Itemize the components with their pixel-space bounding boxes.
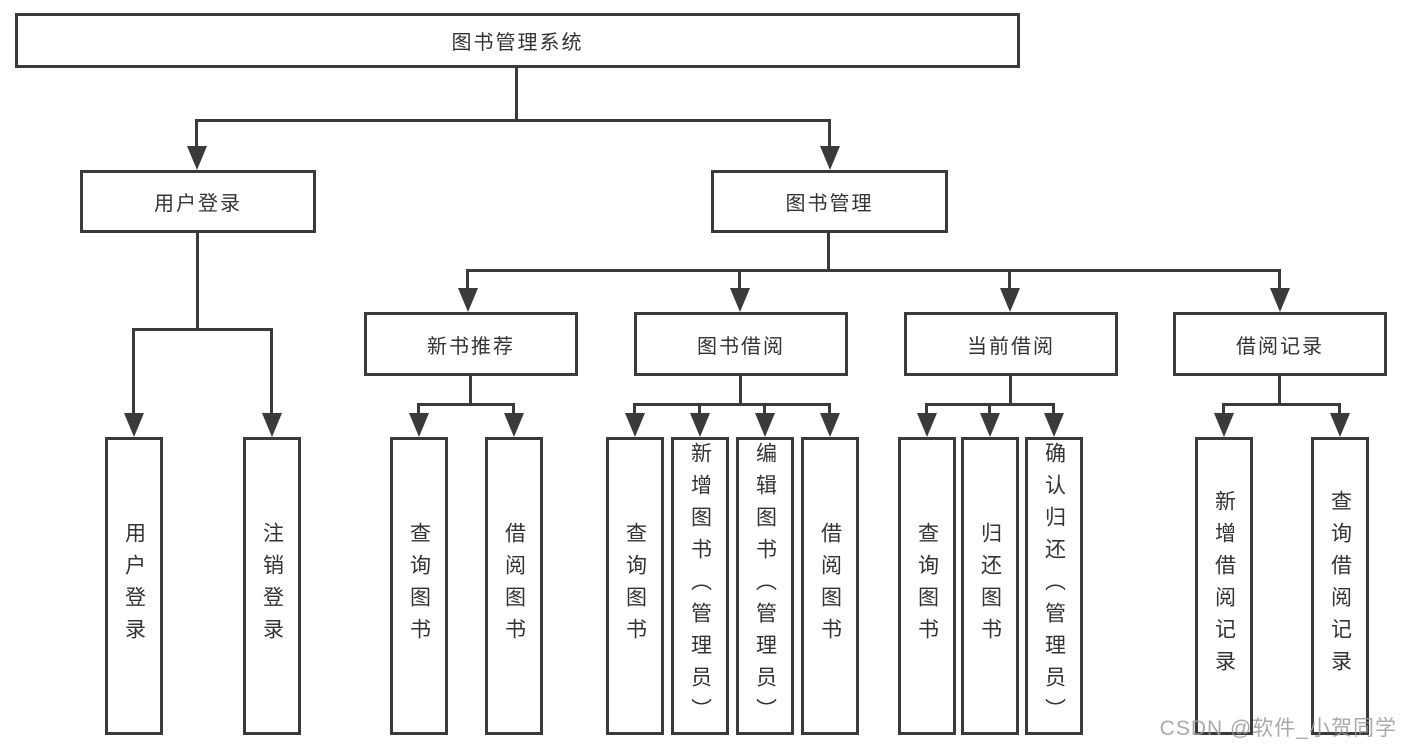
node-leaf-borrow-books-1-label: 借阅图书 <box>502 522 526 650</box>
connector-user-login-vline <box>196 231 199 331</box>
node-leaf-logout-label: 注销登录 <box>260 522 284 650</box>
node-leaf-user-login: 用户登录 <box>105 437 163 735</box>
arrow-down-icon <box>1044 413 1064 437</box>
arrow-down-icon <box>458 288 478 312</box>
arrow-down-icon <box>1270 288 1290 312</box>
connector-new-book-recommend-hline <box>417 403 515 406</box>
connector-stem <box>417 403 420 415</box>
arrow-down-icon <box>690 413 710 437</box>
node-user-login-label: 用户登录 <box>154 193 242 215</box>
arrow-down-icon <box>504 413 524 437</box>
node-leaf-query-books-2: 查询图书 <box>606 437 664 735</box>
node-leaf-query-books-2-label: 查询图书 <box>623 522 647 650</box>
node-book-management: 图书管理 <box>711 170 948 233</box>
node-leaf-query-books-1-label: 查询图书 <box>407 522 431 650</box>
connector-stem-borrowing-records <box>1278 269 1281 290</box>
connector-stem <box>1338 403 1341 415</box>
connector-stem-leaf-logout <box>270 328 273 415</box>
arrow-down-icon <box>1330 413 1350 437</box>
arrow-down-icon <box>1214 413 1234 437</box>
connector-stem-current-borrowing <box>1008 269 1011 290</box>
node-borrowing-records-label: 借阅记录 <box>1236 335 1324 358</box>
connector-stem <box>925 403 928 415</box>
connector-borrowing-records-hline <box>1222 403 1341 406</box>
connector-book-management-hline <box>466 269 1280 272</box>
arrow-down-icon <box>262 413 282 437</box>
csdn-watermark: CSDN @软件_小贺同学 <box>1159 717 1397 740</box>
connector-stem <box>698 403 701 415</box>
node-book-borrowing: 图书借阅 <box>634 312 848 376</box>
arrow-down-icon <box>917 413 937 437</box>
node-current-borrowing: 当前借阅 <box>904 312 1118 376</box>
connector-user-login-hline <box>132 328 273 331</box>
node-leaf-query-books-3-label: 查询图书 <box>915 522 939 650</box>
node-user-login: 用户登录 <box>80 170 316 233</box>
node-root: 图书管理系统 <box>15 13 1020 68</box>
node-root-label: 图书管理系统 <box>451 32 584 54</box>
node-leaf-add-books-admin: 新增图书（管理员） <box>671 437 729 735</box>
connector-book-borrowing-hline <box>633 403 831 406</box>
connector-stem-leaf-user-login <box>132 328 135 415</box>
node-leaf-edit-books-admin-label: 编辑图书（管理员） <box>753 442 777 730</box>
node-leaf-confirm-return-admin: 确认归还（管理员） <box>1025 437 1083 735</box>
arrow-down-icon <box>730 288 750 312</box>
connector-current-borrowing-vline <box>1009 374 1012 406</box>
node-leaf-confirm-return-admin-label: 确认归还（管理员） <box>1042 442 1066 730</box>
node-leaf-user-login-label: 用户登录 <box>122 522 146 650</box>
connector-stem <box>763 403 766 415</box>
node-new-book-recommend: 新书推荐 <box>364 312 578 376</box>
arrow-down-icon <box>755 413 775 437</box>
connector-stem-new-book-recommend <box>466 269 469 290</box>
arrow-down-icon <box>187 146 207 170</box>
node-new-book-recommend-label: 新书推荐 <box>427 335 515 358</box>
node-leaf-borrow-books-2-label: 借阅图书 <box>818 522 842 650</box>
connector-stem <box>828 403 831 415</box>
node-leaf-add-borrow-record: 新增借阅记录 <box>1195 437 1253 735</box>
node-leaf-query-books-3: 查询图书 <box>898 437 956 735</box>
node-book-management-label: 图书管理 <box>785 193 874 215</box>
connector-borrowing-records-vline <box>1278 374 1281 406</box>
node-leaf-return-books-label: 归还图书 <box>978 522 1002 650</box>
connector-book-borrowing-vline <box>739 374 742 406</box>
arrow-down-icon <box>1000 288 1020 312</box>
arrow-down-icon <box>820 146 840 170</box>
node-borrowing-records: 借阅记录 <box>1173 312 1387 376</box>
connector-stem-book-borrowing <box>738 269 741 290</box>
connector-root-vline <box>515 66 518 121</box>
connector-stem <box>512 403 515 415</box>
arrow-down-icon <box>820 413 840 437</box>
connector-root-hline <box>195 119 831 122</box>
node-leaf-add-borrow-record-label: 新增借阅记录 <box>1212 490 1236 682</box>
node-leaf-edit-books-admin: 编辑图书（管理员） <box>736 437 794 735</box>
connector-stem <box>988 403 991 415</box>
connector-new-book-recommend-vline <box>469 374 472 406</box>
connector-stem <box>1222 403 1225 415</box>
connector-book-management-vline <box>827 231 830 272</box>
connector-stem <box>1052 403 1055 415</box>
connector-stem-book-management <box>828 119 831 148</box>
arrow-down-icon <box>409 413 429 437</box>
node-leaf-query-books-1: 查询图书 <box>390 437 448 735</box>
arrow-down-icon <box>980 413 1000 437</box>
connector-stem <box>633 403 636 415</box>
node-current-borrowing-label: 当前借阅 <box>967 335 1055 358</box>
node-leaf-logout: 注销登录 <box>243 437 301 735</box>
arrow-down-icon <box>124 413 144 437</box>
node-leaf-return-books: 归还图书 <box>961 437 1019 735</box>
arrow-down-icon <box>625 413 645 437</box>
connector-stem-user-login <box>195 119 198 148</box>
node-leaf-borrow-books-1: 借阅图书 <box>485 437 543 735</box>
node-book-borrowing-label: 图书借阅 <box>697 335 785 358</box>
node-leaf-query-borrow-record: 查询借阅记录 <box>1311 437 1369 735</box>
node-leaf-add-books-admin-label: 新增图书（管理员） <box>688 442 712 730</box>
node-leaf-query-borrow-record-label: 查询借阅记录 <box>1328 490 1352 682</box>
node-leaf-borrow-books-2: 借阅图书 <box>801 437 859 735</box>
